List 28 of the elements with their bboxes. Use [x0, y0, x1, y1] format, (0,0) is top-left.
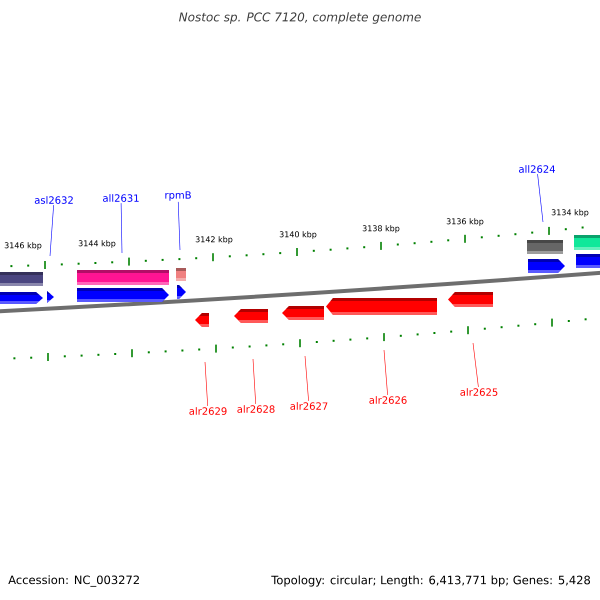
leader-line — [204, 362, 208, 406]
gene-label: asl2632 — [34, 196, 73, 204]
gene-label: alr2627 — [290, 402, 328, 410]
leader-line — [472, 342, 479, 388]
scale-label: 3142 kbp — [194, 235, 234, 245]
scale-label: 3144 kbp — [77, 239, 117, 249]
leader-line — [537, 174, 544, 222]
title: Nostoc sp. PCC 7120, complete genome — [179, 12, 421, 24]
footer-text: Accession: NC_003272 — [8, 575, 139, 587]
gene-label: alr2626 — [369, 396, 407, 404]
leader-line — [178, 202, 180, 250]
gene-label: alr2625 — [460, 388, 498, 396]
leader-line — [120, 202, 122, 254]
gene-label: all2631 — [103, 194, 139, 202]
scale-label: 3146 kbp — [3, 241, 43, 251]
leader-line — [304, 356, 309, 402]
gene-label: alr2628 — [237, 405, 275, 413]
gene-label: rpmB — [165, 191, 191, 201]
gene-label: all2624 — [519, 165, 555, 173]
gene-label: alr2629 — [189, 407, 227, 415]
leader-line — [252, 358, 256, 404]
scale-label: 3136 kbp — [445, 217, 485, 227]
leader-line — [384, 350, 388, 396]
scale-label: 3134 kbp — [550, 208, 590, 218]
scale-label: 3138 kbp — [361, 224, 401, 234]
scale-label: 3140 kbp — [278, 230, 318, 240]
footer-text: Topology: circular; Length: 6,413,771 bp; Genes: 5,428 — [271, 575, 590, 587]
leader-line — [50, 204, 54, 256]
